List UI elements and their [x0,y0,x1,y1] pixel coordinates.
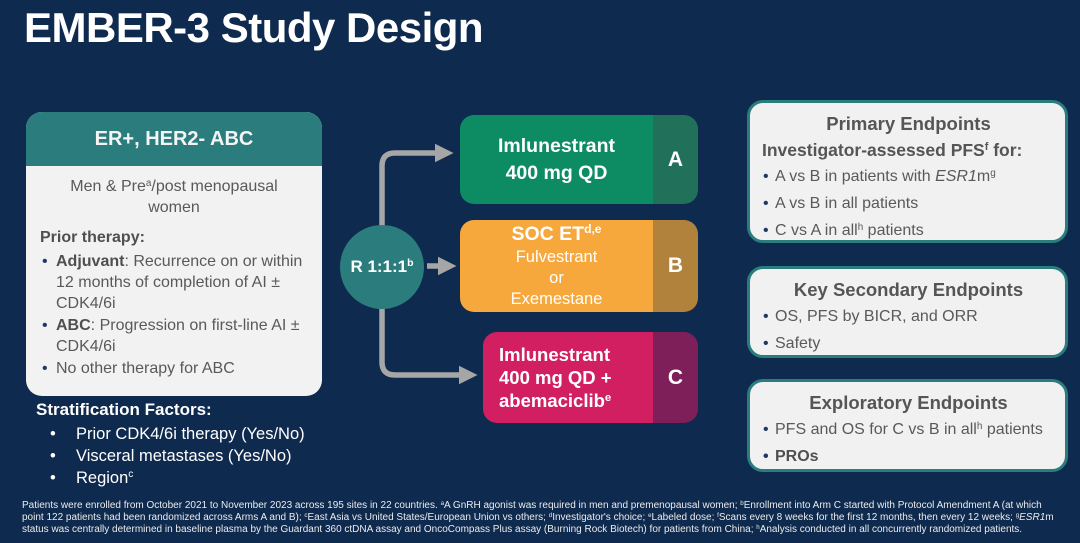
primary-endpoint-item: C vs A in allh patients [762,217,1055,244]
page-title: EMBER-3 Study Design [24,4,484,51]
secondary-endpoints-title: Key Secondary Endpoints [793,279,1024,300]
arrow-to-arm-a-icon [379,143,454,226]
stratification-block: Stratification Factors: Prior CDK4/6i th… [36,400,366,489]
prior-therapy-label: Prior therapy: [40,229,145,246]
primary-endpoint-item: A vs B in all patients [762,190,1055,217]
primary-endpoints-title: Primary Endpoints [826,113,991,134]
secondary-endpoints-list: OS, PFS by BICR, and ORR Safety [762,303,1055,357]
arm-c-letter: C [653,332,698,423]
population-subtitle: Men & Prea/post menopausal women [70,177,278,216]
arm-b-label: SOC ETd,e Fulvestrant or Exemestane [460,220,653,312]
arm-c-box: Imlunestrant 400 mg QD + abemaciclibe C [483,332,698,423]
stratification-item: Visceral metastases (Yes/No) [36,445,366,467]
secondary-endpoint-item: OS, PFS by BICR, and ORR [762,303,1055,330]
secondary-endpoints-panel: Key Secondary Endpoints OS, PFS by BICR,… [747,266,1068,358]
arrow-to-arm-c-icon [379,308,478,385]
primary-endpoints-subtitle: Investigator-assessed PFSf for: [762,140,1023,160]
exploratory-endpoint-item: PFS and OS for C vs B in allh patients [762,416,1055,443]
stratification-item: Prior CDK4/6i therapy (Yes/No) [36,423,366,445]
randomization-circle: R 1:1:1b [340,225,424,309]
population-header: ER+, HER2- ABC [26,112,322,166]
exploratory-endpoints-title: Exploratory Endpoints [809,392,1008,413]
stratification-list: Prior CDK4/6i therapy (Yes/No) Visceral … [36,423,366,489]
stratification-item: Regionc [36,467,366,489]
arm-c-label: Imlunestrant 400 mg QD + abemaciclibe [483,332,653,423]
prior-therapy-item: ABC: Progression on first-line AI ± CDK4… [40,315,308,357]
prior-therapy-list: Adjuvant: Recurrence on or within 12 mon… [40,251,308,379]
population-panel: ER+, HER2- ABC Men & Prea/post menopausa… [26,112,322,396]
primary-endpoints-panel: Primary Endpoints Investigator-assessed … [747,100,1068,244]
secondary-endpoint-item: Safety [762,330,1055,357]
arm-b-box: SOC ETd,e Fulvestrant or Exemestane B [460,220,698,312]
primary-endpoint-item: A vs B in patients with ESR1mg [762,163,1055,190]
exploratory-endpoint-item: PROs [762,443,1055,470]
prior-therapy-item: Adjuvant: Recurrence on or within 12 mon… [40,251,308,314]
prior-therapy-item: No other therapy for ABC [40,358,308,379]
arm-a-box: Imlunestrant 400 mg QD A [460,115,698,204]
arm-b-letter: B [653,220,698,312]
exploratory-endpoints-panel: Exploratory Endpoints PFS and OS for C v… [747,379,1068,472]
footnote: Patients were enrolled from October 2021… [22,499,1054,535]
arm-a-label: Imlunestrant 400 mg QD [460,115,653,204]
arm-a-letter: A [653,115,698,204]
stratification-heading: Stratification Factors: [36,400,212,419]
population-body: Men & Prea/post menopausal women Prior t… [26,166,322,379]
exploratory-endpoints-list: PFS and OS for C vs B in allh patients P… [762,416,1055,470]
primary-endpoints-list: A vs B in patients with ESR1mg A vs B in… [762,163,1055,244]
